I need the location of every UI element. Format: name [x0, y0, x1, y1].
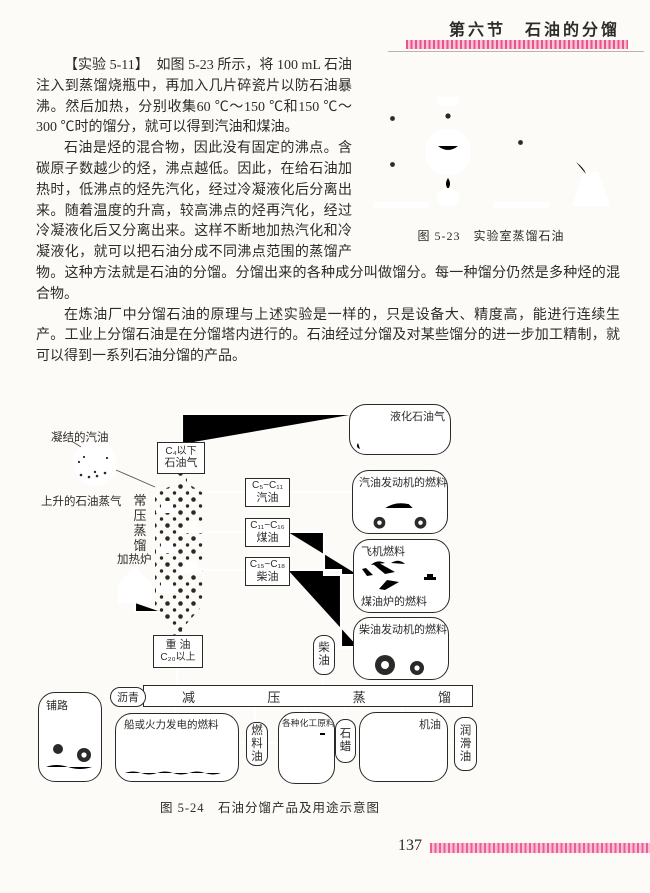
wax-pill: 石蜡: [335, 719, 356, 763]
furnace-icon: [118, 566, 152, 603]
inset-bottom-label: 上升的石油蒸气: [41, 496, 122, 508]
fraction-kerosene-box: C₁₁~C₁₆ 煤油: [245, 518, 290, 547]
gasoline-use-box: 汽油发动机的燃料: [352, 470, 448, 534]
fraction-diesel-box: C₁₅~C₁₈ 柴油: [245, 557, 290, 586]
main-text: 图 5-23 实验室蒸馏石油 【实验 5-11】如图 5-23 所示，将 100…: [36, 56, 620, 368]
machine-oil-box: 机油: [359, 712, 448, 782]
experiment-text: 如图 5-23 所示，将 100 mL 石油注入到蒸馏烧瓶中，再加入几片碎瓷片以…: [36, 58, 352, 136]
fractionation-diagram-linework: [72, 412, 465, 745]
petroleum-gas-box: C₄以下 石油气: [157, 442, 205, 474]
inset-top-label: 凝结的汽油: [51, 432, 109, 444]
bubble-cap-inset: [72, 441, 156, 488]
lpg-box: 液化石油气: [349, 404, 451, 455]
page-title: 第六节 石油的分馏: [448, 22, 620, 39]
furnace-label: 加热炉: [117, 554, 152, 566]
figure-5-24: 凝结的汽油 上升的石油蒸气 常压蒸馏 加热炉 C₄以下 石油气 C₅~C₁₁ 汽…: [15, 398, 635, 796]
lube-oil-pill: 润滑油: [454, 717, 477, 771]
paragraph-experiment: 【实验 5-11】如图 5-23 所示，将 100 mL 石油注入到蒸馏烧瓶中，…: [36, 56, 620, 139]
figure-5-23: 图 5-23 实验室蒸馏石油: [362, 56, 620, 247]
page-number-badge: 137: [398, 837, 468, 876]
ship-fuel-box: 船或火力发电的燃料: [115, 713, 239, 782]
footer-stripe-decoration: [430, 843, 650, 853]
distillation-apparatus-illustration: [374, 97, 610, 208]
diesel-pill: 柴油: [313, 635, 335, 675]
heavy-oil-box: 重 油 C₂₀以上: [153, 635, 203, 668]
figure-5-23-caption: 图 5-23 实验室蒸馏石油: [417, 229, 565, 243]
page-number: 137: [398, 837, 422, 854]
ship-icon: [125, 737, 229, 775]
stove-icon: [420, 574, 440, 597]
tractor-icon: [375, 636, 424, 675]
vacuum-distillation-band: 减 压 蒸 馏: [143, 685, 473, 707]
chem-feedstock-box: 各种化工原料: [278, 712, 335, 784]
paving-box: 铺路: [38, 692, 102, 782]
road-roller-icon: [46, 723, 92, 769]
experiment-tag: 【实验 5-11】: [64, 58, 149, 73]
diesel-use-box: 柴油发动机的燃料: [353, 617, 449, 680]
fractionating-tower: [155, 474, 203, 636]
fuel-oil-pill: 燃料油: [246, 722, 268, 766]
worker-lathe-icon: [365, 730, 437, 773]
header-rule: [388, 51, 644, 52]
kerosene-use-box: 飞机燃料 煤油炉的燃料: [353, 539, 450, 613]
airplane-icon: [361, 560, 419, 590]
car-icon: [359, 501, 440, 529]
fraction-gasoline-box: C₅~C₁₁ 汽油: [245, 478, 290, 507]
figure-5-24-caption: 图 5-24 石油分馏产品及用途示意图: [159, 801, 381, 815]
paragraph-principle: 石油是烃的混合物，因此没有固定的沸点。含碳原子数越少的烃，沸点越低。因此，在给石…: [36, 141, 620, 302]
asphalt-pill: 沥青: [110, 687, 146, 707]
tower-label: 常压蒸馏: [133, 493, 147, 553]
gas-cylinder-icon: [356, 423, 418, 451]
header-stripe-decoration: [406, 40, 628, 49]
paragraph-industry: 在炼油厂中分馏石油的原理与上述实验是一样的，只是设备大、精度高，能进行连续生产。…: [36, 307, 620, 365]
chemical-bottles-icon: [285, 733, 327, 771]
